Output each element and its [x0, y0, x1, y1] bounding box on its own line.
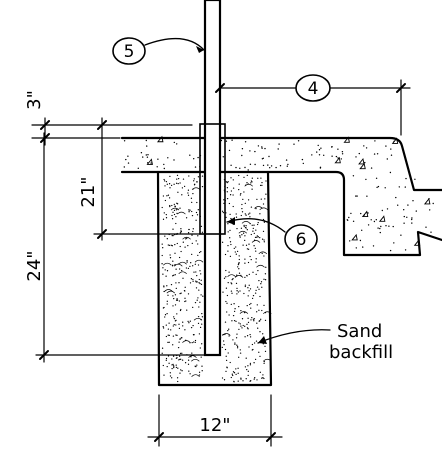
tick-mark	[215, 83, 225, 93]
tick-mark	[40, 120, 50, 130]
dimension-label-24in: 24"	[24, 250, 45, 281]
dimension-label-12in: 12"	[199, 415, 230, 436]
tag-6-bubble	[284, 224, 318, 254]
tag-4-bubble	[295, 74, 331, 102]
leader-arrowhead	[227, 217, 235, 225]
note-line-2: backfill	[329, 342, 393, 363]
concrete-stipple	[123, 135, 434, 252]
post	[203, 0, 222, 357]
tag-5-label: 5	[124, 42, 135, 62]
dimension-tag-4: 4	[215, 74, 411, 136]
callout-tag-6: 6	[226, 217, 318, 254]
tick-mark	[154, 432, 164, 442]
callout-tag-5: 5	[112, 37, 205, 65]
sleeve	[199, 123, 226, 235]
note-line-1: Sand	[337, 321, 382, 342]
dimension-label-21in: 21"	[78, 176, 99, 207]
tick-mark	[97, 229, 107, 239]
leader-arrowhead	[258, 336, 267, 344]
tag-5-bubble	[112, 37, 146, 65]
footing-outline	[156, 170, 273, 387]
tick-mark	[39, 350, 49, 360]
concrete-slab-outline	[120, 136, 442, 257]
tag-4-label: 4	[308, 79, 319, 99]
tick-mark	[97, 120, 107, 130]
leader-line	[144, 37, 205, 51]
dimension-3in: 3"	[24, 90, 193, 146]
tag-6-label: 6	[296, 230, 307, 250]
tick-mark	[396, 83, 406, 93]
tick-mark	[40, 133, 50, 143]
leader-arrowhead	[196, 46, 204, 53]
sand-backfill-note: Sand backfill	[257, 321, 393, 363]
leader-line	[257, 329, 331, 344]
sand-stipple	[161, 174, 272, 383]
dimension-21in: 21"	[78, 117, 201, 241]
dimension-24in: 24"	[24, 132, 209, 363]
dimension-label-3in: 3"	[24, 90, 45, 110]
dimension-12in: 12"	[147, 394, 283, 447]
tick-mark	[266, 432, 276, 442]
